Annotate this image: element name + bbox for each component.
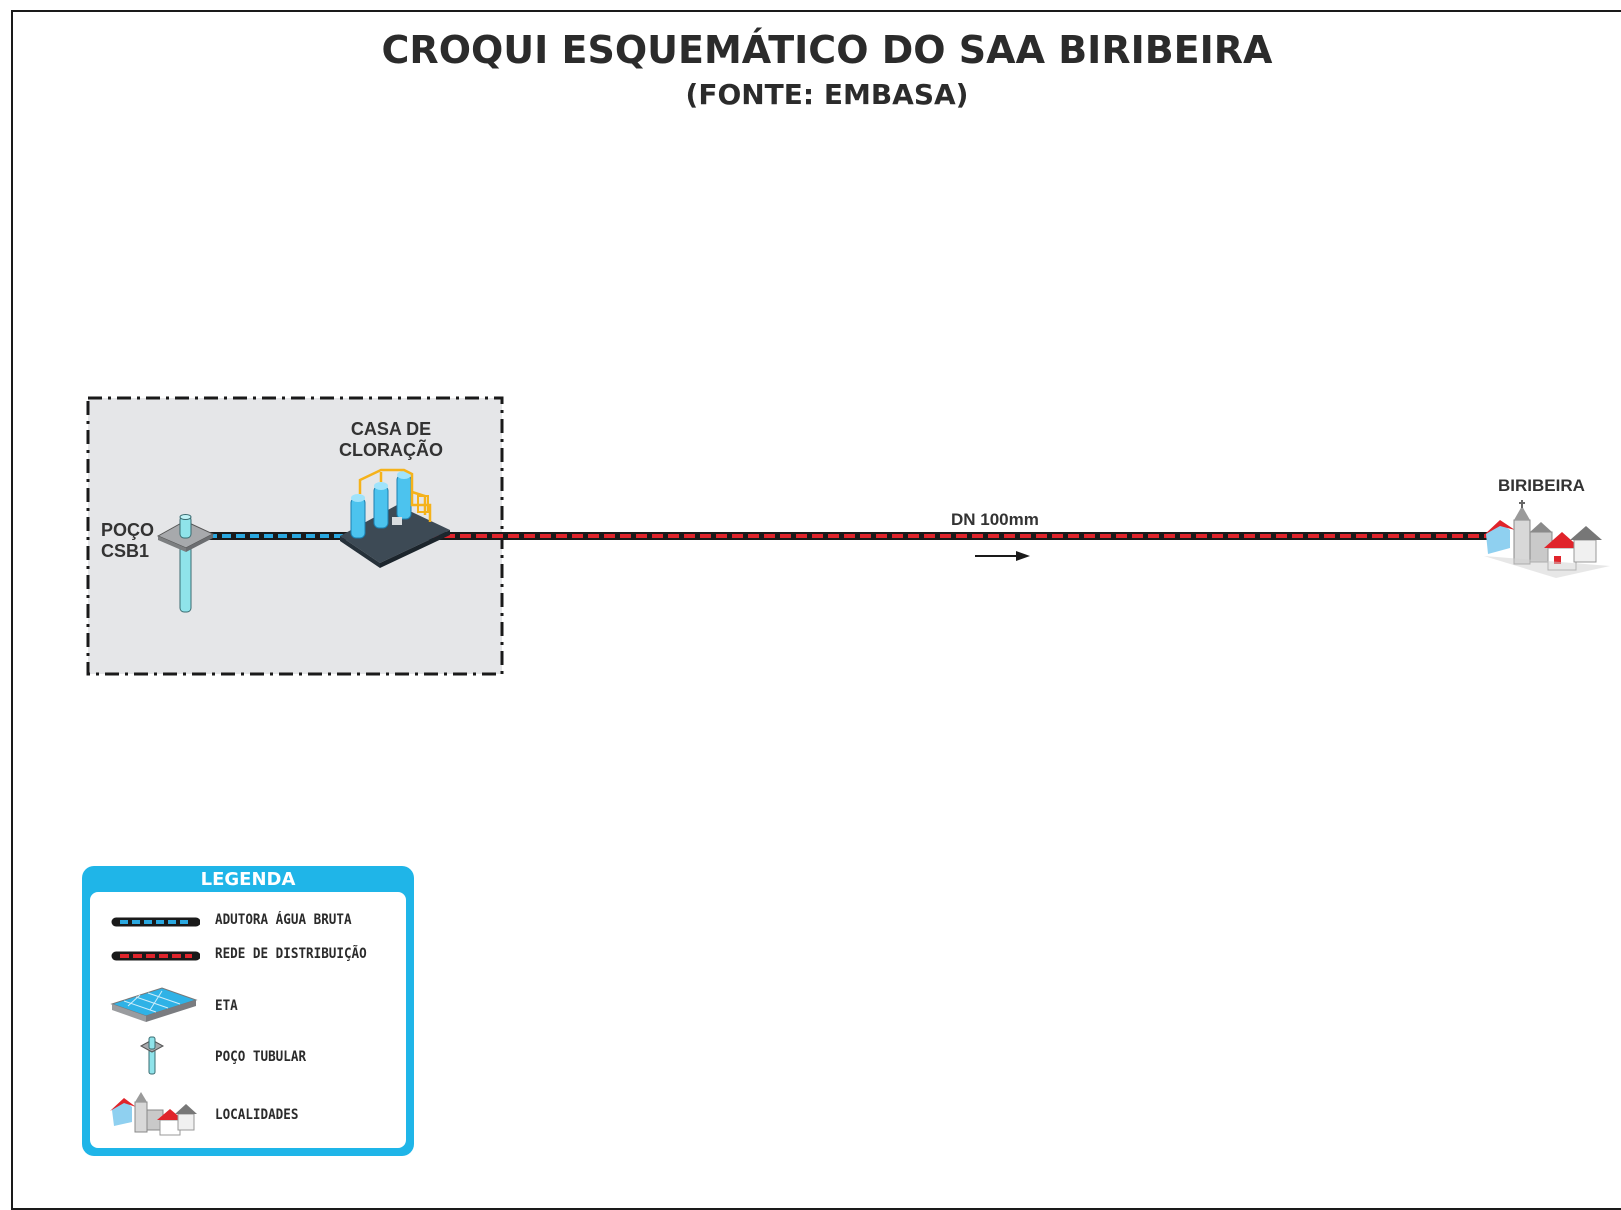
legend-item-well: POÇO TUBULAR [90, 1032, 406, 1082]
legend-label-well: POÇO TUBULAR [215, 1049, 307, 1065]
legend-label-distribution: REDE DE DISTRIBUIÇÃO [215, 946, 367, 962]
page-title: CROQUI ESQUEMÁTICO DO SAA BIRIBEIRA [381, 28, 1273, 72]
well-icon [156, 514, 215, 613]
well-icon [139, 1036, 165, 1075]
eta-icon [110, 987, 198, 1022]
legend-title: LEGENDA [200, 869, 296, 890]
chlorination-label-line2: CLORAÇÃO [339, 440, 443, 460]
legend: LEGENDA ADUTORA ÁGUA BRUTA REDE DE DISTR… [82, 866, 414, 1156]
schematic-diagram [86, 396, 1610, 676]
town-icon [1484, 500, 1610, 578]
legend-item-distribution: REDE DE DISTRIBUIÇÃO [90, 934, 406, 974]
legend-item-localities: LOCALIDADES [90, 1088, 406, 1140]
chlorination-label: CASA DE CLORAÇÃO [326, 419, 456, 461]
locality-label: BIRIBEIRA [1498, 476, 1585, 495]
legend-label-localities: LOCALIDADES [215, 1107, 299, 1123]
town-icon [110, 1092, 197, 1136]
legend-item-raw-water: ADUTORA ÁGUA BRUTA [90, 900, 406, 940]
flow-arrow-icon [975, 551, 1030, 561]
well-label-line1: POÇO [101, 520, 155, 540]
blue-dashed-line-icon [111, 917, 200, 927]
legend-label-raw-water: ADUTORA ÁGUA BRUTA [215, 912, 352, 928]
red-dashed-line-icon [111, 951, 200, 961]
page-subtitle: (FONTE: EMBASA) [685, 78, 969, 111]
legend-body: ADUTORA ÁGUA BRUTA REDE DE DISTRIBUIÇÃO [90, 892, 406, 1148]
chlorination-house-icon [340, 468, 450, 568]
chlorination-label-line1: CASA DE [350, 419, 432, 439]
legend-item-eta: ETA [90, 984, 406, 1024]
well-label-line2: CSB1 [101, 541, 150, 561]
legend-label-eta: ETA [215, 998, 238, 1014]
pipe-diameter-label: DN 100mm [951, 510, 1039, 529]
well-label: POÇO CSB1 [101, 520, 154, 562]
